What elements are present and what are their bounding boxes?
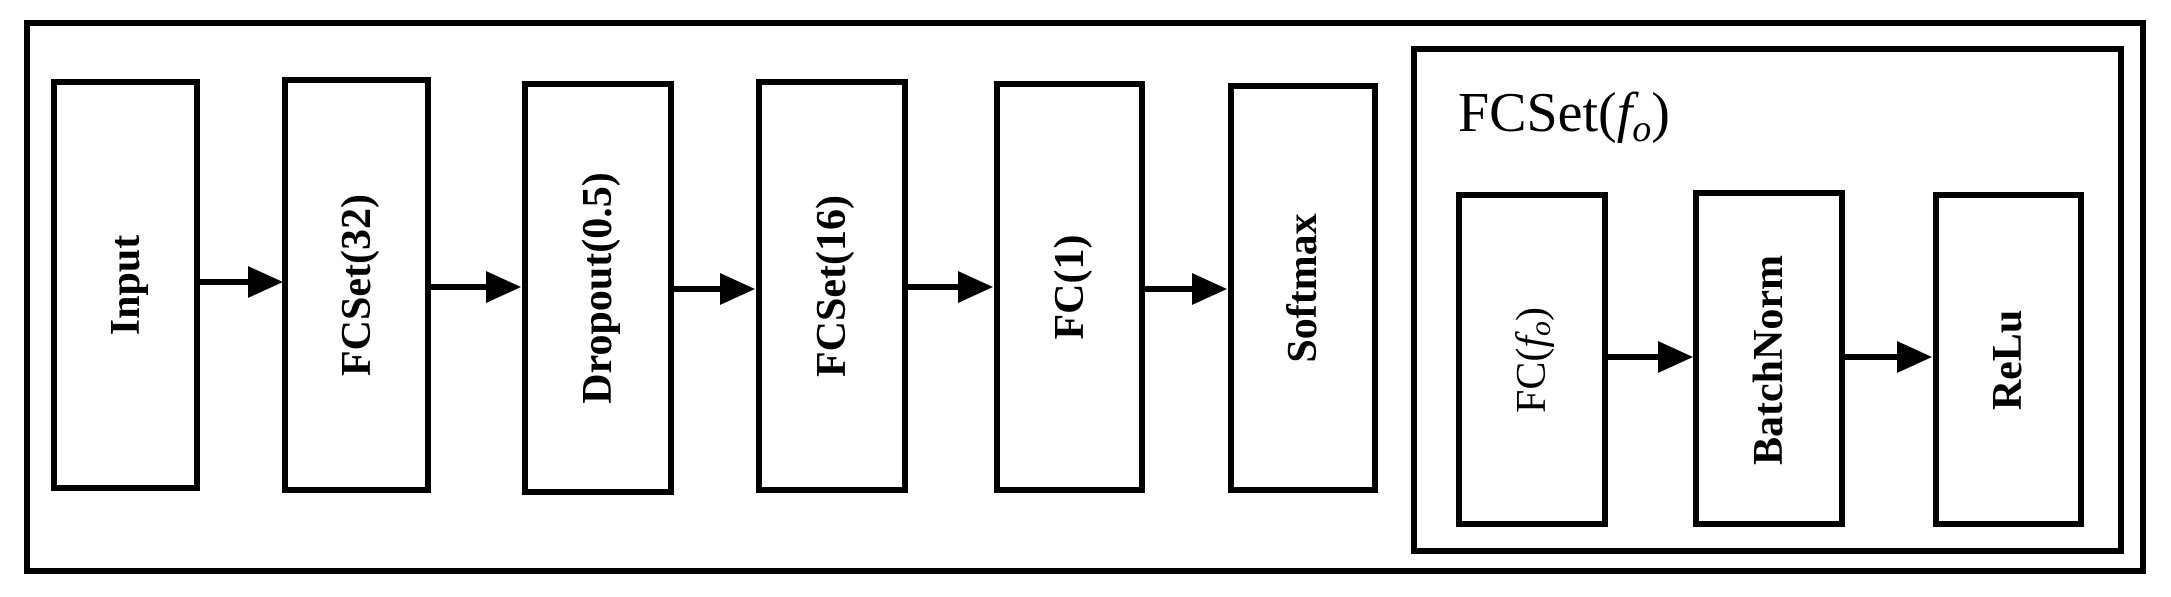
arrow-fcset32-to-dropout-head: [486, 271, 521, 303]
softmax-block: [1228, 83, 1378, 493]
fc1-block: [994, 81, 1145, 493]
arrow-batchnorm-to-relu-head: [1897, 341, 1932, 373]
arrow-dropout-to-fcset16-head: [720, 273, 755, 305]
fcset16-block: [756, 79, 908, 493]
fcset32-label: FCSet(32): [334, 194, 380, 376]
batchnorm-block: [1693, 190, 1845, 527]
outer-frame: [24, 20, 2146, 574]
fc-fo-label: FC(fo): [1509, 307, 1557, 413]
input-label: Input: [103, 235, 149, 335]
fcset16-label: FCSet(16): [809, 195, 855, 377]
arrow-fcset16-to-fc1-head: [958, 271, 993, 303]
arrow-input-to-fcset32-head: [248, 266, 283, 298]
arrow-fc-to-batchnorm-head: [1658, 341, 1693, 373]
dropout-label: Dropout(0.5): [575, 172, 621, 403]
dropout-block: [522, 81, 674, 495]
fcset32-block: [282, 77, 431, 493]
input-block: [51, 79, 200, 491]
main-pipeline: Input FCSet(32) Dropout(0.5) FCSet(16) F…: [51, 77, 1378, 495]
fcset-detail-panel: FCSet(fo) FC(fo) BatchNorm ReLu: [1411, 46, 2124, 554]
relu-block: [1933, 192, 2084, 527]
relu-label: ReLu: [1985, 310, 2031, 410]
softmax-label: Softmax: [1280, 213, 1326, 362]
arrow-fc1-to-softmax-head: [1192, 273, 1227, 305]
fc-fo-block: [1456, 192, 1608, 527]
fcset-detail-title: FCSet(fo): [1458, 82, 1670, 150]
fc1-label: FC(1): [1047, 235, 1093, 340]
fcset-detail-frame: [1411, 46, 2124, 554]
batchnorm-label: BatchNorm: [1746, 255, 1792, 465]
